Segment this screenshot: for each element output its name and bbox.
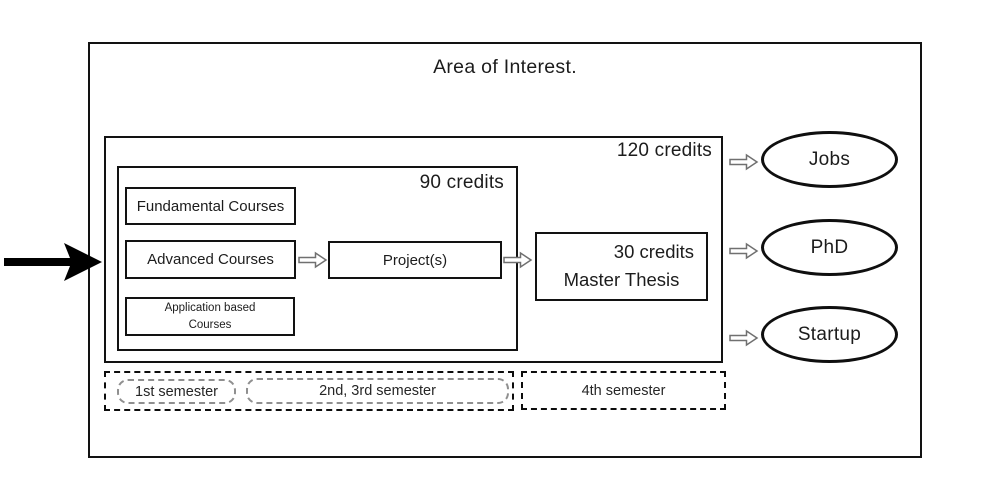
arrow-project-to-thesis-icon — [503, 251, 533, 269]
semester-2-3-label: 2nd, 3rd semester — [319, 383, 436, 399]
arrow-to-phd-icon — [729, 242, 759, 260]
outcome-phd-label: PhD — [810, 236, 849, 258]
semesters-1-to-3-group-box — [104, 371, 514, 411]
advanced-courses-box: Advanced Courses — [125, 240, 296, 279]
project-label: Project(s) — [382, 251, 448, 269]
thesis-credits-label: 30 credits — [613, 241, 694, 262]
outcome-oval-phd: PhD — [761, 219, 898, 276]
semester-4-box: 4th semester — [521, 371, 726, 410]
area-of-interest-title: Area of Interest. — [433, 56, 577, 78]
arrow-to-jobs-icon — [729, 153, 759, 171]
semester-1-box: 1st semester — [117, 379, 236, 404]
outcome-oval-jobs: Jobs — [761, 131, 898, 188]
semester-2-3-box: 2nd, 3rd semester — [246, 378, 509, 404]
arrow-advanced-to-project-icon — [298, 251, 328, 269]
application-courses-label-line1: Application based — [164, 302, 256, 315]
input-arrow-icon — [4, 243, 102, 281]
courses-credits-label: 90 credits — [419, 172, 504, 193]
project-box: Project(s) — [328, 241, 502, 279]
application-courses-box: Application based Courses — [125, 297, 295, 336]
semester-4-label: 4th semester — [581, 382, 666, 399]
fundamental-courses-box: Fundamental Courses — [125, 187, 296, 225]
advanced-courses-label: Advanced Courses — [147, 251, 274, 268]
master-thesis-box: 30 credits Master Thesis — [535, 232, 708, 301]
program-credits-label: 120 credits — [616, 140, 712, 161]
thesis-title-label: Master Thesis — [563, 269, 680, 290]
outcome-startup-label: Startup — [797, 323, 862, 345]
outcome-oval-startup: Startup — [761, 306, 898, 363]
fundamental-courses-label: Fundamental Courses — [136, 197, 285, 215]
semester-1-label: 1st semester — [135, 383, 218, 400]
arrow-to-startup-icon — [729, 329, 759, 347]
outcome-jobs-label: Jobs — [808, 148, 851, 170]
application-courses-label-line2: Courses — [188, 318, 232, 331]
